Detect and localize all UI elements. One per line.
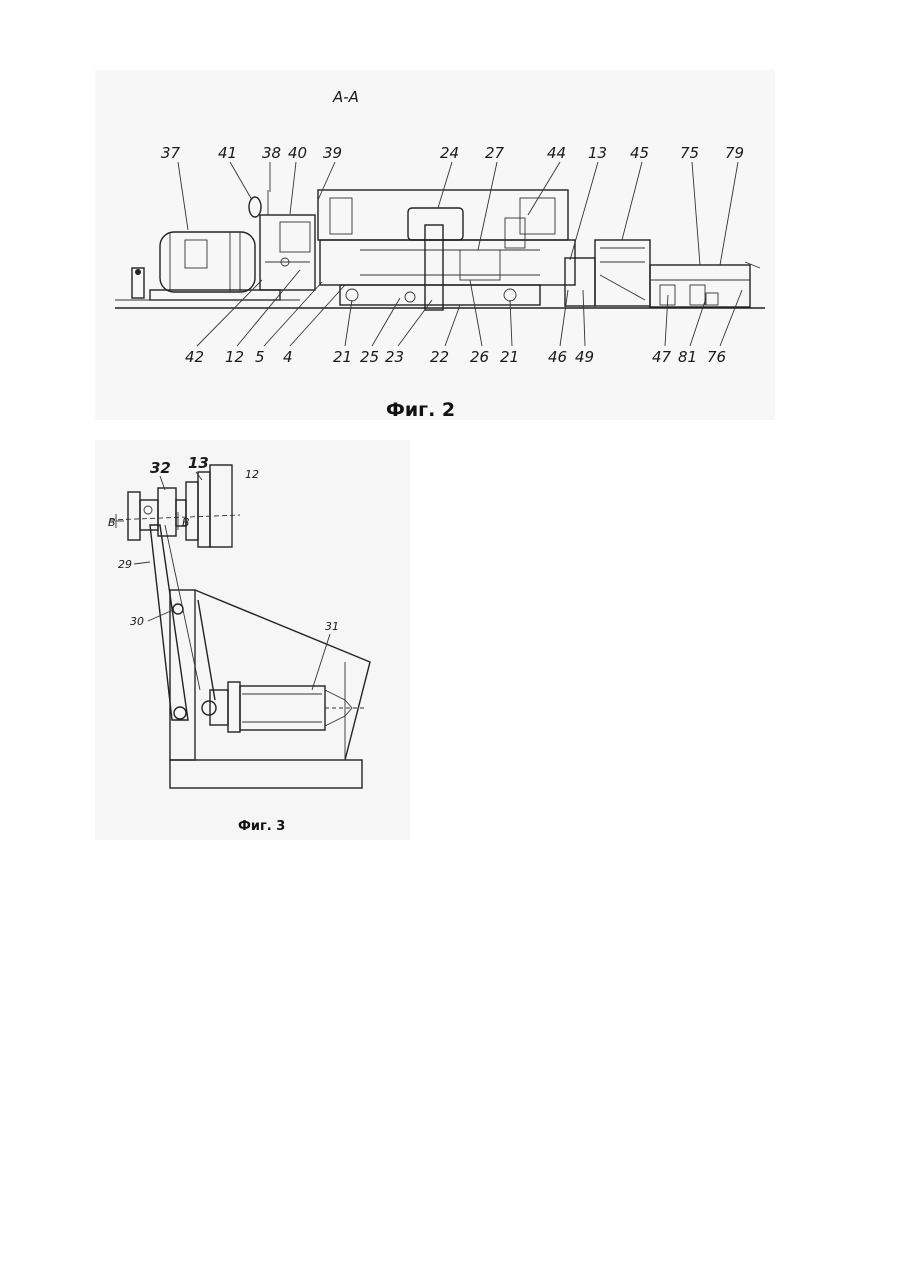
label-27: 27 [485,144,505,162]
figure-2-caption: Фиг. 2 [386,399,455,421]
figure-3-caption: Фиг. 3 [238,819,285,834]
label-38: 38 [262,144,281,162]
label-45: 45 [630,144,649,162]
pivot-30 [173,604,183,614]
label-46: 46 [548,348,567,366]
top-assembly [110,465,240,547]
right-section-45-79 [565,240,760,307]
label-12: 12 [225,348,244,366]
label-81: 81 [678,348,697,366]
label-24: 24 [440,144,459,162]
label-26: 26 [470,348,489,366]
label-b-right: B [182,516,190,529]
label-49: 49 [575,348,594,366]
label-22: 22 [430,348,449,366]
label-42: 42 [185,348,204,366]
label-b-left: B [108,516,116,529]
label-40: 40 [288,144,307,162]
base-plate [170,760,362,788]
label-12-fig3: 12 [245,468,259,481]
label-31: 31 [325,620,339,633]
label-29: 29 [118,558,132,571]
label-23: 23 [385,348,404,366]
cylinder-31 [202,682,365,732]
fig2-top-labels: 37 41 38 40 39 24 27 44 13 45 75 79 [161,144,744,162]
support-column [170,590,195,760]
label-21a: 21 [333,348,352,366]
label-5: 5 [255,348,265,366]
lifting-mechanism-38-41 [249,190,315,290]
label-44: 44 [547,144,566,162]
lever-29 [150,525,188,720]
section-title: A-A [332,88,359,106]
label-79: 79 [725,144,744,162]
label-37: 37 [161,144,181,162]
label-47: 47 [652,348,672,366]
label-21b: 21 [500,348,519,366]
label-32: 32 [150,459,171,477]
label-13-fig3: 13 [188,454,209,472]
label-41: 41 [218,144,237,162]
fig2-bottom-labels: 42 12 5 4 21 25 23 22 26 21 46 49 47 81 … [185,348,726,366]
label-30: 30 [130,615,144,628]
label-75: 75 [680,144,699,162]
label-76: 76 [707,348,726,366]
label-25: 25 [360,348,379,366]
label-4: 4 [283,348,293,366]
connecting-rod [198,600,215,700]
label-39: 39 [323,144,342,162]
main-frame-24 [318,190,575,310]
label-13: 13 [588,144,607,162]
figure-3: 32 13 12 B B 29 30 31 Фиг. 3 [108,454,370,834]
figure-2: A-A [115,88,765,421]
triangular-frame [195,590,370,760]
